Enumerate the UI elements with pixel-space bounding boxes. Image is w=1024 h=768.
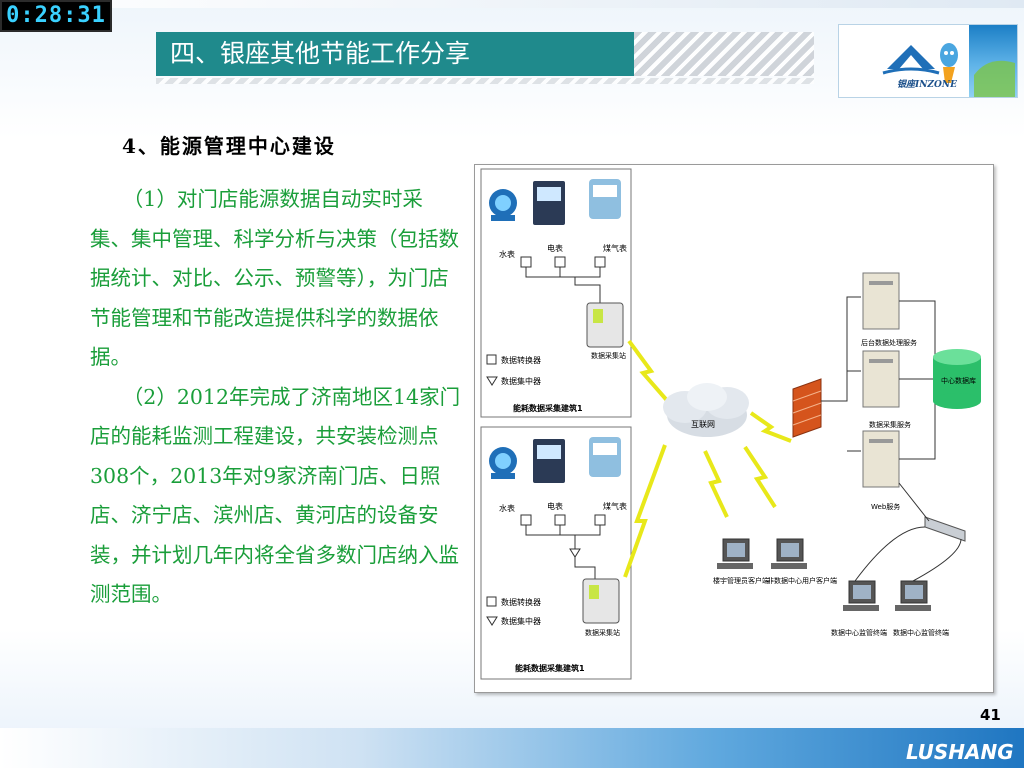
collection-server-icon — [862, 350, 900, 408]
top-band — [0, 0, 1024, 8]
gas-meter-icon — [589, 437, 621, 477]
center-terminal-icon-1 — [843, 580, 879, 611]
title-decoration — [634, 32, 814, 76]
b2-water-label: 水表 — [499, 503, 515, 513]
server-label-3: Web服务 — [871, 502, 900, 511]
logo-text: 银座INZONE — [897, 80, 957, 90]
b1-water-label: 水表 — [499, 249, 515, 259]
b2-gas-label: 煤气表 — [603, 501, 627, 511]
title-decoration-lower — [156, 78, 814, 84]
network-switch-icon — [924, 516, 966, 542]
wireless-link-4 — [743, 445, 777, 509]
body-text: （1）对门店能源数据自动实时采集、集中管理、科学分析与决策（包括数据统计、对比、… — [90, 180, 462, 615]
b1-caption: 能耗数据采集建筑1 — [513, 403, 583, 413]
wireless-link-1 — [627, 339, 673, 407]
internet-label: 互联网 — [691, 420, 715, 429]
non-center-client-icon — [771, 538, 807, 569]
paragraph-1: （1）对门店能源数据自动实时采集、集中管理、科学分析与决策（包括数据统计、对比、… — [90, 187, 459, 369]
server-label-2: 数据采集服务 — [869, 420, 911, 429]
firewall-icon — [792, 378, 822, 438]
page-number: 41 — [980, 706, 1001, 724]
elapsed-timer: 0:28:31 — [0, 0, 112, 32]
client-label-2: 非数据中心用户客户端 — [767, 576, 837, 585]
slide-title: 四、银座其他节能工作分享 — [156, 32, 634, 76]
logo-emblem-icon — [882, 43, 1015, 97]
b1-elec-label: 电表 — [547, 243, 563, 253]
footer-brand-logo: LUSHANG — [906, 740, 1014, 764]
b2-collector-label: 数据采集站 — [585, 628, 620, 637]
b1-legend-concentrator: 数据集中器 — [501, 376, 541, 386]
terminal-label-2: 数据中心监管终端 — [893, 628, 949, 637]
paragraph-2: （2）2012年完成了济南地区14家门店的能耗监测工程建设，共安装检测点308个… — [90, 384, 461, 607]
b2-legend-concentrator: 数据集中器 — [501, 616, 541, 626]
b1-gas-label: 煤气表 — [603, 243, 627, 253]
wireless-link-5 — [749, 411, 792, 443]
company-logo: 银座INZONE — [838, 24, 1018, 98]
web-server-icon — [862, 430, 900, 488]
b1-collector-label: 数据采集站 — [591, 351, 626, 360]
internet-cloud-icon — [663, 383, 749, 437]
terminal-label-1: 数据中心监管终端 — [831, 628, 887, 637]
b1-legend-converter: 数据转换器 — [501, 355, 541, 365]
wireless-link-3 — [703, 450, 729, 518]
b2-caption: 能耗数据采集建筑1 — [515, 663, 585, 673]
center-terminal-icon-2 — [895, 580, 931, 611]
section-subheading: 4、能源管理中心建设 — [122, 134, 336, 158]
b2-collector-icon — [582, 578, 620, 624]
b2-elec-label: 电表 — [547, 501, 563, 511]
database-label: 中心数据库 — [941, 376, 976, 385]
electricity-meter-icon — [533, 439, 565, 483]
energy-monitoring-diagram: 水表 电表 煤气表 数据采集站 数据转换器 数据集中器 能耗数据采集建筑1 水表 — [474, 164, 994, 693]
gas-meter-icon — [589, 179, 621, 219]
wireless-link-2 — [623, 444, 667, 578]
building-admin-client-icon — [717, 538, 753, 569]
processing-server-icon — [862, 272, 900, 330]
footer-band — [0, 728, 1024, 768]
electricity-meter-icon — [533, 181, 565, 225]
server-label-1: 后台数据处理服务 — [861, 338, 917, 347]
b2-legend-converter: 数据转换器 — [501, 597, 541, 607]
central-database-icon — [933, 349, 981, 409]
water-meter-icon — [489, 447, 517, 479]
water-meter-icon — [489, 189, 517, 221]
b1-collector-icon — [586, 302, 624, 348]
client-label-1: 楼宇管理员客户端 — [713, 576, 769, 585]
